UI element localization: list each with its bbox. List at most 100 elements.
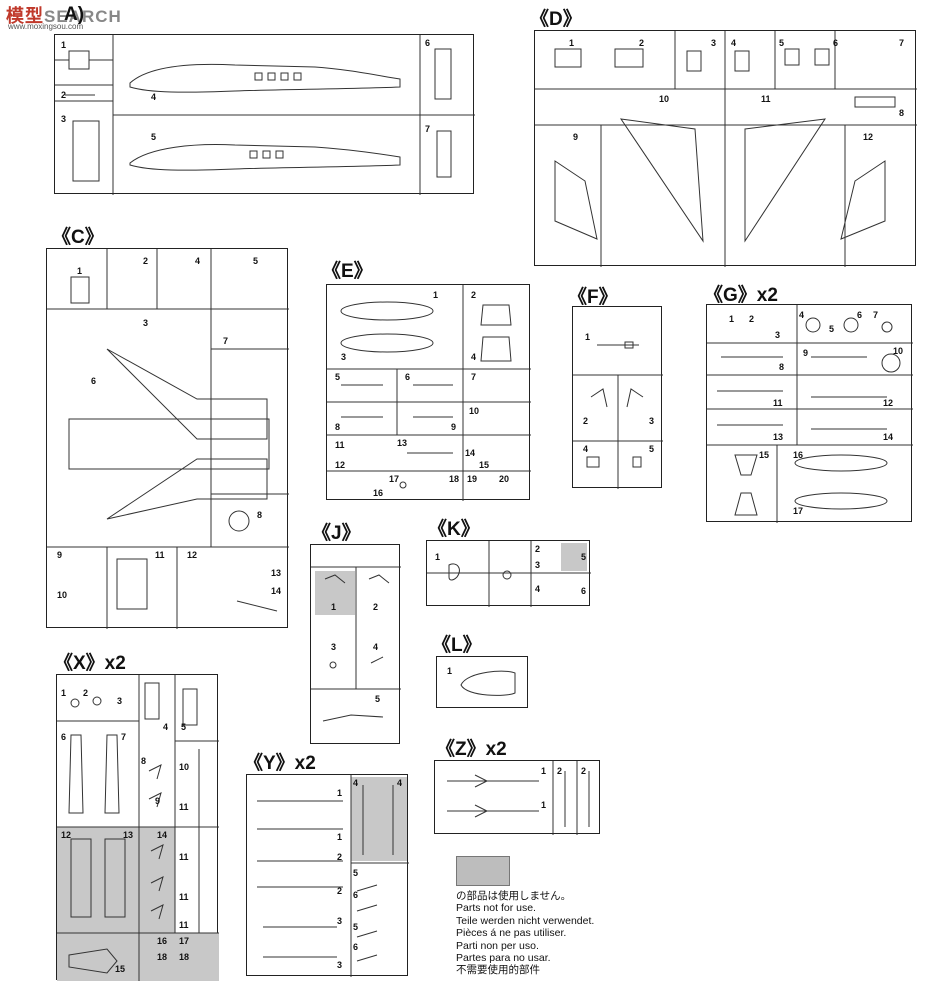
part-number: 3 [337, 960, 343, 970]
sheet-c-drawing [47, 249, 289, 629]
sheet-g-frame: 1 2 3 4 5 6 7 8 9 10 11 12 13 14 15 16 1… [706, 304, 913, 523]
part-number: 4 [799, 310, 805, 320]
part-number: 10 [659, 94, 670, 104]
part-number: 7 [223, 336, 229, 346]
part-number: 8 [141, 756, 147, 766]
part-number: 2 [581, 766, 587, 776]
part-number: 5 [353, 868, 359, 878]
part-number: 11 [179, 892, 189, 902]
sheet-k-label: 《K》 [428, 519, 480, 540]
part-number: 14 [883, 432, 894, 442]
part-number: 6 [61, 732, 67, 742]
part-number: 3 [535, 560, 541, 570]
part-number: 7 [899, 38, 905, 48]
sheet-f-frame: 1 2 3 4 5 [572, 306, 663, 489]
part-number: 5 [181, 722, 187, 732]
part-number: 4 [535, 584, 541, 594]
part-number: 2 [337, 852, 343, 862]
unused-part-shading [351, 777, 407, 861]
part-number: 2 [639, 38, 645, 48]
part-number: 1 [435, 552, 441, 562]
part-number: 7 [425, 124, 431, 134]
part-number: 6 [857, 310, 863, 320]
part-number: 3 [331, 642, 337, 652]
part-number: 3 [143, 318, 149, 328]
part-number: 18 [179, 952, 190, 962]
part-number: 13 [397, 438, 408, 448]
part-number: 14 [157, 830, 168, 840]
part-number: 3 [61, 114, 67, 124]
part-number: 1 [585, 332, 591, 342]
part-number: 11 [179, 852, 189, 862]
legend-line-es: Partes para no usar. [456, 952, 551, 965]
part-number: 1 [541, 800, 547, 810]
part-number: 12 [335, 460, 346, 470]
unused-parts-swatch [456, 856, 510, 886]
sheet-a-frame: 1 2 3 4 5 6 7 [54, 34, 475, 195]
part-number: 16 [793, 450, 804, 460]
part-number: 4 [163, 722, 169, 732]
part-number: 5 [335, 372, 341, 382]
part-number: 2 [83, 688, 89, 698]
part-number: 6 [353, 942, 359, 952]
part-number: 17 [793, 506, 804, 516]
part-number: 1 [337, 832, 343, 842]
part-number: 2 [373, 602, 379, 612]
sheet-f-drawing [573, 341, 663, 489]
part-number: 11 [155, 550, 165, 560]
sheet-g-drawing [707, 305, 913, 523]
part-number: 9 [451, 422, 457, 432]
part-number: 3 [775, 330, 781, 340]
part-number: 5 [151, 132, 157, 142]
part-number: 17 [389, 474, 400, 484]
logo-brand: 模型SEARCH [6, 6, 122, 26]
legend-line-it: Parti non per uso. [456, 939, 539, 952]
part-number: 20 [499, 474, 510, 484]
part-number: 12 [187, 550, 198, 560]
part-number: 1 [61, 688, 67, 698]
part-number: 2 [337, 886, 343, 896]
part-number: 1 [433, 290, 439, 300]
part-number: 11 [773, 398, 783, 408]
part-number: 9 [573, 132, 579, 142]
sheet-f-label: 《F》 [568, 287, 618, 308]
part-number: 13 [123, 830, 134, 840]
part-number: 9 [57, 550, 63, 560]
part-number: 12 [61, 830, 72, 840]
part-number: 3 [649, 416, 655, 426]
part-number: 1 [61, 40, 67, 50]
part-number: 10 [179, 762, 190, 772]
sheet-e-label: 《E》 [322, 261, 373, 282]
sheet-y-frame: 1 1 2 2 3 3 4 4 5 5 6 6 [246, 774, 409, 977]
site-logo: 模型SEARCH www.moxingsou.com [2, 2, 162, 34]
part-number: 1 [331, 602, 337, 612]
logo-site: www.moxingsou.com [8, 22, 84, 31]
part-number: 8 [335, 422, 341, 432]
sheet-z-label: 《Z》x2 [436, 739, 507, 760]
part-number: 7 [471, 372, 477, 382]
sheet-e-drawing [327, 285, 531, 501]
part-number: 3 [341, 352, 347, 362]
part-number: 2 [143, 256, 149, 266]
sheet-a-label: A) [64, 4, 85, 25]
part-number: 18 [449, 474, 460, 484]
part-number: 5 [581, 552, 587, 562]
legend-line-zh: 不需要使用的部件 [456, 964, 540, 977]
part-number: 7 [873, 310, 879, 320]
part-number: 1 [729, 314, 735, 324]
part-number: 10 [893, 346, 904, 356]
part-number: 17 [179, 936, 190, 946]
part-number: 14 [271, 586, 282, 596]
part-number: 19 [467, 474, 478, 484]
sheet-x-frame: 1 2 3 4 5 6 7 8 9 10 11 11 11 11 12 13 1… [56, 674, 219, 981]
part-number: 2 [749, 314, 755, 324]
part-number: 16 [373, 488, 384, 498]
part-number: 10 [57, 590, 68, 600]
part-number: 15 [115, 964, 126, 974]
part-number: 8 [257, 510, 263, 520]
sheet-d-drawing [535, 31, 917, 267]
part-number: 8 [899, 108, 905, 118]
part-number: 11 [335, 440, 345, 450]
unused-part-shading [315, 571, 355, 615]
sheet-g-label: 《G》x2 [704, 285, 778, 306]
